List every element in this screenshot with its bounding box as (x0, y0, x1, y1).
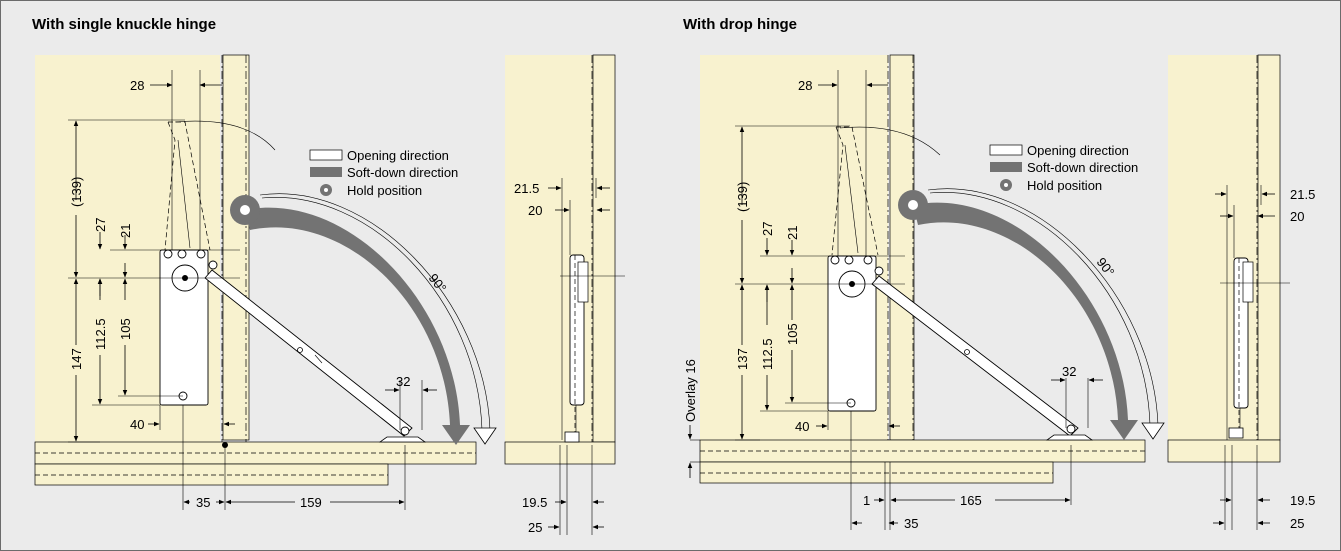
right-dim-40: 40 (795, 419, 809, 434)
right-legend-hold: Hold position (1027, 178, 1102, 193)
left-stay-arm (204, 269, 413, 437)
left-legend-opening-swatch (309, 149, 343, 161)
left-dim-32: 32 (396, 374, 410, 389)
right-legend: Opening direction Soft-down direction Ho… (989, 143, 1138, 193)
left-dim-40: 40 (130, 417, 144, 432)
left-legend: Opening direction Soft-down direction Ho… (309, 148, 458, 198)
right-dim-165: 165 (960, 493, 982, 508)
right-softdown-curve (913, 202, 1128, 420)
right-dim-1: 1 (863, 493, 870, 508)
left-section-title: With single knuckle hinge (32, 16, 217, 33)
right-stay-arm (871, 275, 1079, 437)
left-section: 90° Opening direction Soft-down directio… (34, 54, 625, 535)
left-dim-105: 105 (118, 318, 133, 340)
left-legend-opening: Opening direction (347, 148, 449, 163)
right-cabinet-top-panel (889, 54, 915, 441)
right-lower-panel (699, 461, 1054, 484)
right-legend-softdown: Soft-down direction (1027, 160, 1138, 175)
left-side-dim-25: 25 (528, 520, 542, 535)
right-softdown-arrowhead (1110, 420, 1138, 440)
left-legend-softdown: Soft-down direction (347, 165, 458, 180)
left-cabinet-top-panel (222, 54, 250, 441)
right-side-dim-21-5: 21.5 (1290, 187, 1315, 202)
right-angle-label: 90° (1094, 255, 1118, 280)
right-side-dim-20: 20 (1290, 209, 1304, 224)
right-dim-105: 105 (785, 323, 800, 345)
right-dim-27: 27 (760, 222, 775, 236)
left-softdown-arrowhead (442, 425, 470, 445)
left-legend-softdown-swatch (310, 167, 342, 177)
right-legend-opening-swatch (989, 144, 1023, 156)
right-legend-softdown-swatch (990, 162, 1022, 172)
right-dim-137: 137 (735, 348, 750, 370)
left-dim-35: 35 (196, 495, 210, 510)
left-legend-hold: Hold position (347, 183, 422, 198)
left-flap-bracket (378, 436, 427, 443)
right-dim-112-5: 112.5 (760, 338, 775, 370)
left-dim-28: 28 (130, 78, 144, 93)
left-side-dim-20: 20 (528, 203, 542, 218)
right-side-dim-25: 25 (1290, 516, 1304, 531)
right-dim-overlay-16: Overlay 16 (683, 359, 698, 422)
right-section: 90° Opening direction Soft-down directio… (683, 54, 1315, 531)
right-side-view: 21.5 20 19.5 25 (1167, 54, 1315, 531)
left-lower-panel (34, 463, 389, 486)
right-dim-32: 32 (1062, 364, 1076, 379)
left-dimensions: 28 (139) 147 27 112.5 21 105 (68, 70, 437, 510)
left-dim-21: 21 (118, 224, 133, 238)
right-dim-139: (139) (735, 182, 750, 212)
left-dim-112-5: 112.5 (93, 318, 108, 350)
left-side-dim-21-5: 21.5 (514, 181, 539, 196)
right-dim-28: 28 (798, 78, 812, 93)
right-legend-opening: Opening direction (1027, 143, 1129, 158)
right-side-dim-19-5: 19.5 (1290, 493, 1315, 508)
left-arc (174, 120, 276, 151)
right-dim-35: 35 (904, 516, 918, 531)
left-dim-139: (139) (69, 177, 84, 207)
right-flap-bracket (1045, 434, 1094, 441)
left-side-view: 21.5 20 19.5 25 (504, 54, 625, 535)
right-dimensions: 28 (139) 137 27 112.5 21 105 (683, 70, 1103, 531)
left-dim-27: 27 (93, 218, 108, 232)
left-side-dim-19-5: 19.5 (522, 495, 547, 510)
left-dim-159: 159 (300, 495, 322, 510)
left-softdown-curve (245, 207, 460, 425)
left-dim-147: 147 (69, 348, 84, 370)
right-section-title: With drop hinge (683, 16, 798, 33)
right-dim-21: 21 (785, 226, 800, 240)
